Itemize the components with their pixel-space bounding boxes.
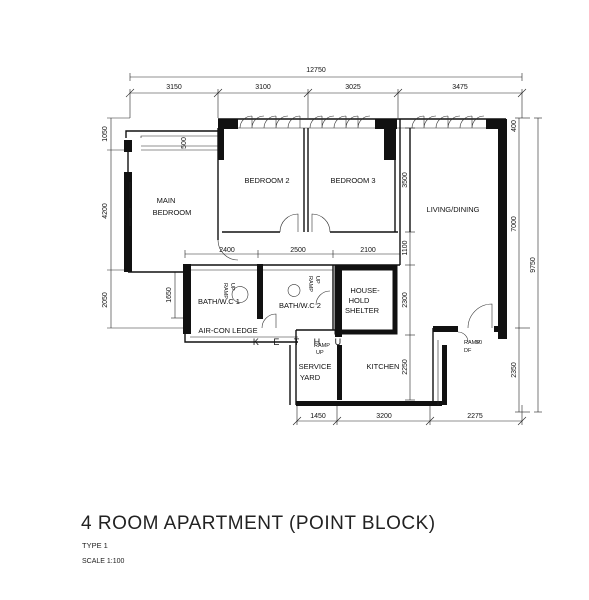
plan-type: TYPE 1 — [82, 541, 108, 550]
dim-bottom-2: 3200 — [376, 413, 392, 420]
dimension-lines — [107, 73, 542, 426]
dim-bottom-3: 2275 — [467, 413, 483, 420]
room-labels: BEDROOM 2 BEDROOM 3 MAIN BEDROOM LIVING/… — [153, 176, 483, 382]
ramp-label-bath-2: RAMP — [307, 276, 313, 292]
dim-bottom-1: 1450 — [310, 413, 326, 420]
label-bath-1: BATH/W.C 1 — [198, 297, 240, 306]
dim-right-tall: 9750 — [530, 257, 537, 273]
dim-top-3: 3025 — [345, 84, 361, 91]
ramp-label-entry: RAMP — [464, 340, 480, 346]
dim-interior-2: 2500 — [290, 247, 306, 254]
dim-right-upper: 7000 — [511, 216, 518, 232]
label-shelter-1: HOUSE- — [350, 286, 380, 295]
fall-label-entry: DF — [464, 348, 472, 354]
dim-top-1: 3150 — [166, 84, 182, 91]
dim-bed3-depth: 3500 — [402, 172, 409, 188]
dim-overall-width: 12750 — [306, 67, 326, 74]
dim-kitchen-height: 2250 — [402, 359, 409, 375]
label-bath-2: BATH/W.C 2 — [279, 301, 321, 310]
label-service-2: YARD — [300, 373, 321, 382]
label-main-bedroom-1: MAIN — [157, 196, 176, 205]
label-aircon-ledge: AIR-CON LEDGE — [198, 326, 257, 335]
up-label-bath-1: UP — [229, 283, 235, 291]
label-shelter-2: HOLD — [349, 296, 370, 305]
dim-interior-3: 2100 — [360, 247, 376, 254]
dim-top-right: 400 — [511, 120, 518, 132]
dim-corridor: 1100 — [402, 240, 409, 255]
label-bedroom-2: BEDROOM 2 — [244, 176, 289, 185]
dim-top-2: 3100 — [255, 84, 271, 91]
dim-shelter-height: 2300 — [402, 292, 409, 308]
up-label-bath-2: UP — [314, 276, 320, 284]
label-bedroom-3: BEDROOM 3 — [330, 176, 375, 185]
dim-bath-height: 1650 — [166, 287, 173, 303]
watermark: K E T H U — [253, 337, 347, 347]
plan-scale: SCALE 1:100 — [82, 558, 125, 565]
label-main-bedroom-2: BEDROOM — [153, 208, 192, 217]
up-label-service: UP — [316, 350, 324, 356]
walls — [124, 118, 507, 406]
dim-left-2: 4200 — [102, 203, 109, 219]
ramp-label-bath-1: RAMP — [222, 283, 228, 299]
ramp-label-service: RAMP — [314, 343, 330, 349]
plan-title: 4 ROOM APARTMENT (POINT BLOCK) — [81, 513, 436, 534]
label-living-dining: LIVING/DINING — [427, 205, 480, 214]
dim-ledge-depth: 500 — [181, 137, 188, 149]
windows-and-doors — [129, 115, 493, 343]
dim-left-1: 1050 — [102, 126, 109, 142]
label-kitchen: KITCHEN — [367, 362, 400, 371]
dim-interior-1: 2400 — [219, 247, 235, 254]
dim-right-lower: 2350 — [511, 362, 518, 378]
label-shelter-3: SHELTER — [345, 306, 380, 315]
dim-left-3: 2050 — [102, 292, 109, 308]
label-service-1: SERVICE — [299, 362, 332, 371]
dim-top-4: 3475 — [452, 84, 468, 91]
fall-value-entry: 50 — [476, 340, 482, 346]
dimension-labels: 12750 3150 3100 3025 3475 1050 4200 2050… — [102, 67, 537, 420]
